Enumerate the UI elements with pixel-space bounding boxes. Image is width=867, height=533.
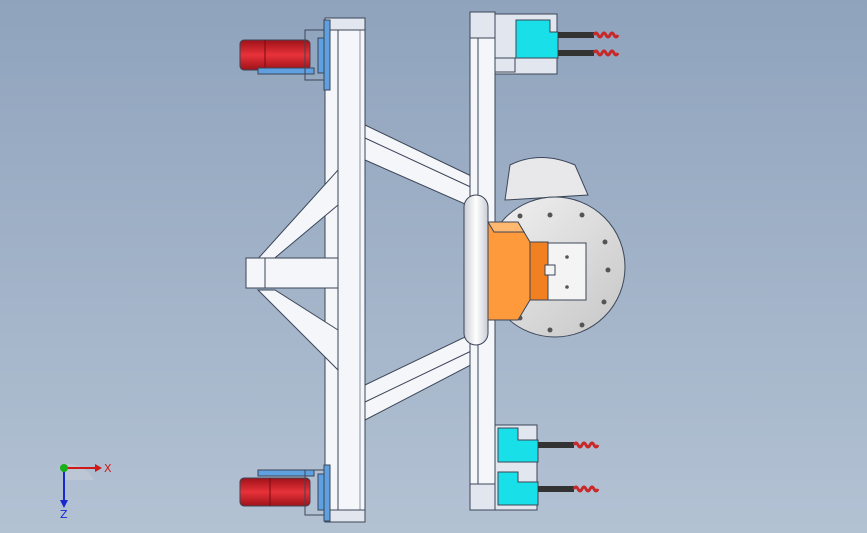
clamp-bottom [494,424,600,511]
y-axis-dot-icon [60,464,68,472]
z-axis-label: Z [60,508,68,520]
z-axis-arrow-icon [60,500,68,508]
disc-holes [517,212,611,333]
motor-housing [504,157,589,201]
wheel-bottom-left [239,464,331,522]
left-bracing [245,168,339,372]
vertical-cylinder [463,194,489,346]
x-axis-label: X [104,462,112,475]
spring-bottom-1 [538,441,600,449]
clamp-top [494,13,620,75]
spring-top-2 [558,49,620,57]
coordinate-triad: X Z [60,462,112,520]
orange-hub [487,221,556,321]
spring-bottom-2 [538,485,600,493]
x-axis-arrow-icon [95,464,102,472]
wheel-top-left [239,19,331,91]
spring-top-1 [558,31,620,39]
